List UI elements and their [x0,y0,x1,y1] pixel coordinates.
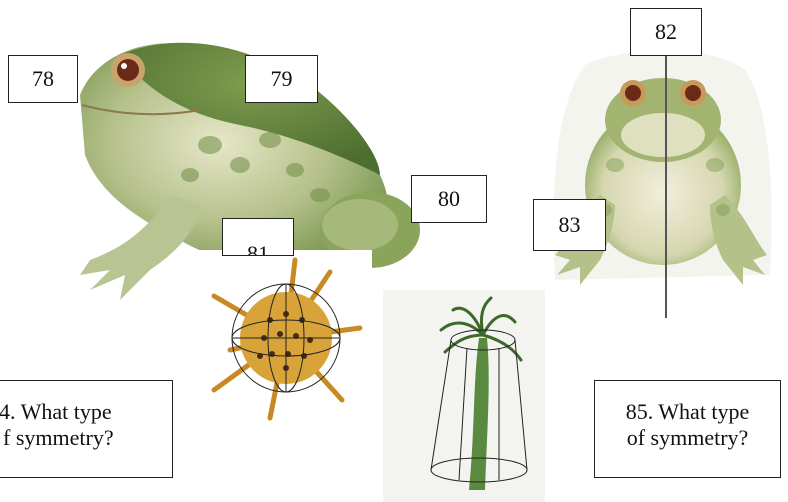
question-84-line1: 4. What type [0,399,172,425]
label-79: 79 [245,55,318,103]
label-81-text: 81 [247,241,269,256]
label-80: 80 [411,175,487,223]
label-80-text: 80 [438,186,460,212]
question-85-line1: 85. What type [595,399,780,425]
question-84-box: 4. What type f symmetry? [0,380,173,478]
frog-front-illustration [545,45,775,305]
hydra-illustration [383,290,545,502]
label-83-text: 83 [559,212,581,238]
radiolarian-image [200,250,372,426]
label-82-text: 82 [655,19,677,45]
label-82: 82 [630,8,702,56]
radiolarian-illustration [200,250,372,426]
label-79-text: 79 [271,66,293,92]
label-78-text: 78 [32,66,54,92]
hydra-image [383,290,545,502]
label-81: 81 [222,218,294,256]
question-85-line2: of symmetry? [595,425,780,451]
frog-front-image [545,45,775,305]
question-84-line2: f symmetry? [0,425,172,451]
label-78: 78 [8,55,78,103]
question-85-box: 85. What type of symmetry? [594,380,781,478]
symmetry-line [665,48,667,318]
label-83: 83 [533,199,606,251]
